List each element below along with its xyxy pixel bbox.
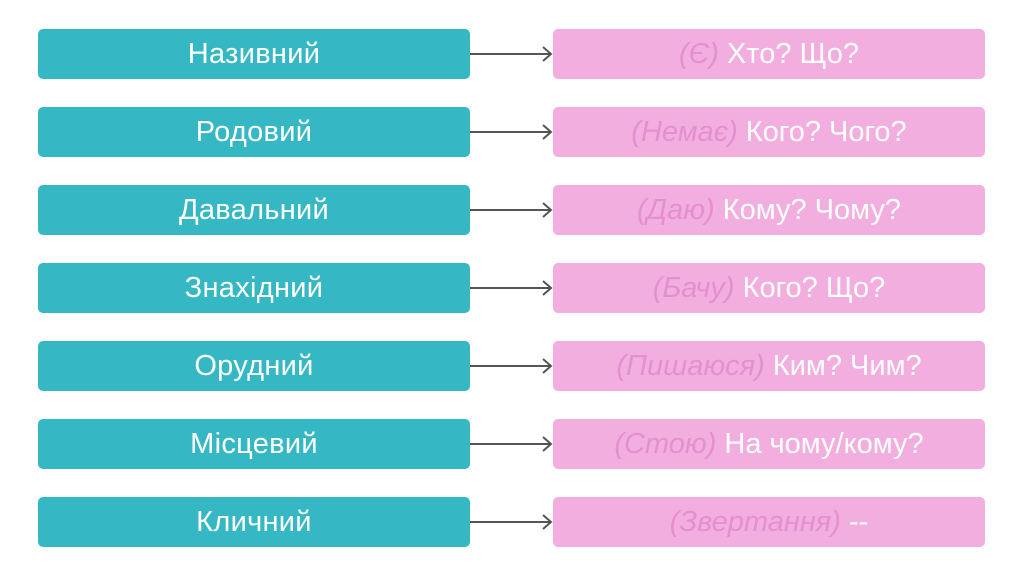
- cue-verb: (Бачу): [652, 271, 735, 304]
- case-label: Кличний: [196, 505, 312, 538]
- arrow-icon: [470, 46, 553, 62]
- case-row-vocative: Кличний (Звертання) --: [0, 497, 1018, 547]
- question-box: (Пишаюся) Ким? Чим?: [553, 341, 985, 391]
- cue-verb: (Пишаюся): [616, 349, 765, 382]
- case-row-genitive: Родовий (Немає) Кого? Чого?: [0, 107, 1018, 157]
- case-question: Кого? Чого?: [745, 115, 907, 148]
- case-question: Кого? Що?: [742, 271, 886, 304]
- case-row-instrumental: Орудний (Пишаюся) Ким? Чим?: [0, 341, 1018, 391]
- arrow-icon: [470, 202, 553, 218]
- case-box: Називний: [38, 29, 470, 79]
- case-label: Орудний: [194, 349, 314, 382]
- question-box: (Даю) Кому? Чому?: [553, 185, 985, 235]
- cue-verb: (Звертання): [669, 505, 841, 538]
- case-label: Називний: [187, 37, 321, 70]
- arrow-icon: [470, 514, 553, 530]
- question-box: (Бачу) Кого? Що?: [553, 263, 985, 313]
- case-box: Орудний: [38, 341, 470, 391]
- case-box: Давальний: [38, 185, 470, 235]
- case-box: Знахідний: [38, 263, 470, 313]
- case-question: Ким? Чим?: [772, 349, 922, 382]
- arrow-icon: [470, 124, 553, 140]
- case-box: Місцевий: [38, 419, 470, 469]
- cue-verb: (Даю): [637, 193, 715, 226]
- question-box: (Немає) Кого? Чого?: [553, 107, 985, 157]
- case-label: Родовий: [195, 115, 313, 148]
- case-row-nominative: Називний (Є) Хто? Що?: [0, 29, 1018, 79]
- case-label: Знахідний: [184, 271, 324, 304]
- case-box: Кличний: [38, 497, 470, 547]
- cue-verb: (Є): [679, 37, 719, 70]
- cue-verb: (Немає): [631, 115, 738, 148]
- case-label: Місцевий: [190, 427, 318, 460]
- case-row-locative: Місцевий (Стою) На чому/кому?: [0, 419, 1018, 469]
- arrow-icon: [470, 436, 553, 452]
- question-box: (Є) Хто? Що?: [553, 29, 985, 79]
- case-question: Хто? Що?: [726, 37, 859, 70]
- case-box: Родовий: [38, 107, 470, 157]
- question-box: (Звертання) --: [553, 497, 985, 547]
- question-box: (Стою) На чому/кому?: [553, 419, 985, 469]
- case-label: Давальний: [178, 193, 330, 226]
- case-question: На чому/кому?: [724, 427, 924, 460]
- case-row-accusative: Знахідний (Бачу) Кого? Що?: [0, 263, 1018, 313]
- case-question: Кому? Чому?: [722, 193, 901, 226]
- case-row-dative: Давальний (Даю) Кому? Чому?: [0, 185, 1018, 235]
- arrow-icon: [470, 358, 553, 374]
- arrow-icon: [470, 280, 553, 296]
- cue-verb: (Стою): [614, 427, 717, 460]
- case-question: --: [848, 505, 869, 538]
